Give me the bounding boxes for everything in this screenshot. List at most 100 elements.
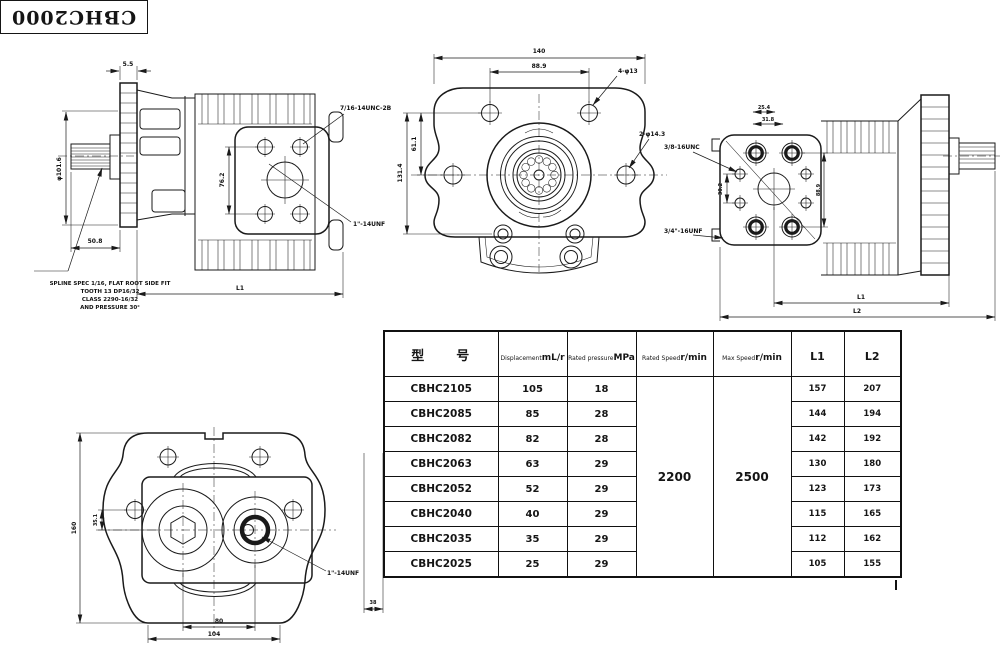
cell-model: CBHC2063 — [383, 451, 499, 477]
side-view-left: 5.5 φ101.6 50.8 L1 76.2 7/16-14UNC-2B 1"… — [34, 61, 392, 311]
dim-label: 50.8 — [88, 238, 103, 245]
cell-pressure: 29 — [566, 526, 637, 552]
dim-label: L2 — [853, 308, 861, 315]
cell-pressure: 29 — [566, 551, 637, 578]
cell-displacement: 40 — [497, 501, 568, 527]
dim-label: 76.2 — [219, 173, 226, 188]
dim-label: 140 — [533, 48, 546, 55]
header-l2: L2 — [843, 330, 902, 377]
cell-l2: 155 — [843, 551, 902, 578]
cell-pressure: 29 — [566, 501, 637, 527]
dim-label: 160 — [71, 522, 78, 535]
pump-geometry-left — [58, 82, 344, 271]
dim-label: 5.5 — [123, 61, 134, 68]
cell-displacement: 35 — [497, 526, 568, 552]
cell-l1: 142 — [790, 426, 845, 452]
cell-model: CBHC2025 — [383, 551, 499, 578]
cell-pressure: 28 — [566, 401, 637, 427]
cell-displacement: 105 — [497, 376, 568, 402]
dim-label: 31.8 — [762, 117, 775, 123]
dim-label: 88.9 — [816, 183, 822, 196]
table-border-tail — [895, 580, 897, 590]
pump-geometry-front — [411, 87, 667, 274]
thread-callout: 1"-14UNF — [353, 221, 385, 228]
dim-label: 104 — [208, 631, 221, 638]
hole-callout: 4-φ13 — [618, 68, 638, 75]
dim-label: 131.4 — [397, 164, 404, 183]
cell-l2: 173 — [843, 476, 902, 502]
cell-l1: 157 — [790, 376, 845, 402]
cell-max-speed: 2500 — [712, 376, 792, 578]
cell-l1: 115 — [790, 501, 845, 527]
cell-displacement: 85 — [497, 401, 568, 427]
dimensions-right: 25.4 31.8 30.2 88.9 L1 L2 3/8-16UNC 3/4"… — [664, 105, 996, 321]
cell-pressure: 29 — [566, 451, 637, 477]
dim-label: L1 — [236, 285, 244, 292]
dim-label: 35.1 — [93, 513, 99, 526]
cell-pressure: 18 — [566, 376, 637, 402]
dimensions-bottom: 160 35.1 80 104 38 1"-14UNF — [71, 432, 384, 643]
header-model: 型 号 — [383, 330, 499, 377]
header-pressure: Rated pressureMPa — [566, 330, 637, 377]
cell-l1: 144 — [790, 401, 845, 427]
cell-displacement: 82 — [497, 426, 568, 452]
cell-l2: 192 — [843, 426, 902, 452]
title-block: CBHC2000 — [0, 0, 148, 34]
note-text: CLASS 2290-16/32 — [82, 297, 138, 303]
cell-model: CBHC2082 — [383, 426, 499, 452]
thread-callout: 3/8-16UNC — [664, 144, 700, 151]
cell-pressure: 28 — [566, 426, 637, 452]
cell-pressure: 29 — [566, 476, 637, 502]
dim-label: 25.4 — [758, 105, 771, 111]
pump-geometry-right — [711, 94, 1000, 276]
dimensions-front: 140 88.9 131.4 61.1 4-φ13 2-φ14.3 — [397, 48, 665, 235]
cell-displacement: 63 — [497, 451, 568, 477]
dim-label: 80 — [215, 618, 223, 625]
cell-model: CBHC2052 — [383, 476, 499, 502]
dim-label: L1 — [857, 294, 865, 301]
dim-label: 88.9 — [532, 63, 547, 70]
cell-displacement: 25 — [497, 551, 568, 578]
cell-l1: 112 — [790, 526, 845, 552]
model-name: CBHC2000 — [11, 6, 137, 28]
table-row: CBHC2035 35 29 112 162 — [383, 526, 902, 552]
dimensions-left: 5.5 φ101.6 50.8 L1 76.2 7/16-14UNC-2B 1"… — [34, 61, 392, 311]
dim-label: φ101.6 — [56, 157, 63, 181]
spec-table: 型 号 DisplacementmL/r Rated pressureMPa R… — [383, 330, 902, 578]
thread-callout: 7/16-14UNC-2B — [340, 105, 392, 112]
cell-model: CBHC2105 — [383, 376, 499, 402]
table-row: CBHC2063 63 29 130 180 — [383, 451, 902, 477]
cell-l2: 194 — [843, 401, 902, 427]
table-header-row: 型 号 DisplacementmL/r Rated pressureMPa R… — [383, 330, 902, 377]
note-text: AND PRESSURE 30° — [80, 305, 140, 311]
header-max-speed: Max Speedr/min — [712, 330, 792, 377]
header-displacement: DisplacementmL/r — [497, 330, 568, 377]
thread-callout: 3/4"-16UNF — [664, 228, 703, 235]
cell-model: CBHC2085 — [383, 401, 499, 427]
cell-l2: 162 — [843, 526, 902, 552]
cell-model: CBHC2040 — [383, 501, 499, 527]
hole-callout: 2-φ14.3 — [639, 131, 665, 138]
note-text: TOOTH 13 DP16/32 — [81, 289, 140, 295]
port-callout: 1"-14UNF — [327, 570, 359, 577]
table-row: CBHC2025 25 29 105 155 — [383, 551, 902, 578]
dim-label: 61.1 — [411, 137, 418, 152]
cell-l1: 123 — [790, 476, 845, 502]
header-rated-speed: Rated Speedr/min — [635, 330, 714, 377]
cell-l2: 207 — [843, 376, 902, 402]
dim-label: 30.2 — [718, 182, 724, 195]
cell-displacement: 52 — [497, 476, 568, 502]
dim-label: 38 — [370, 600, 377, 606]
note-text: SPLINE SPEC 1/16, FLAT ROOT SIDE FIT — [50, 281, 171, 287]
table-row: CBHC2105 105 18 2200 2500 157 207 — [383, 376, 902, 578]
cell-model: CBHC2035 — [383, 526, 499, 552]
cell-l1: 130 — [790, 451, 845, 477]
cell-l2: 180 — [843, 451, 902, 477]
front-view: 140 88.9 131.4 61.1 4-φ13 2-φ14.3 — [397, 48, 667, 274]
table-row: CBHC2040 40 29 115 165 — [383, 501, 902, 527]
side-view-right: 25.4 31.8 30.2 88.9 L1 L2 3/8-16UNC 3/4"… — [664, 94, 1000, 321]
cell-rated-speed: 2200 — [635, 376, 714, 578]
cell-l2: 165 — [843, 501, 902, 527]
header-l1: L1 — [790, 330, 845, 377]
